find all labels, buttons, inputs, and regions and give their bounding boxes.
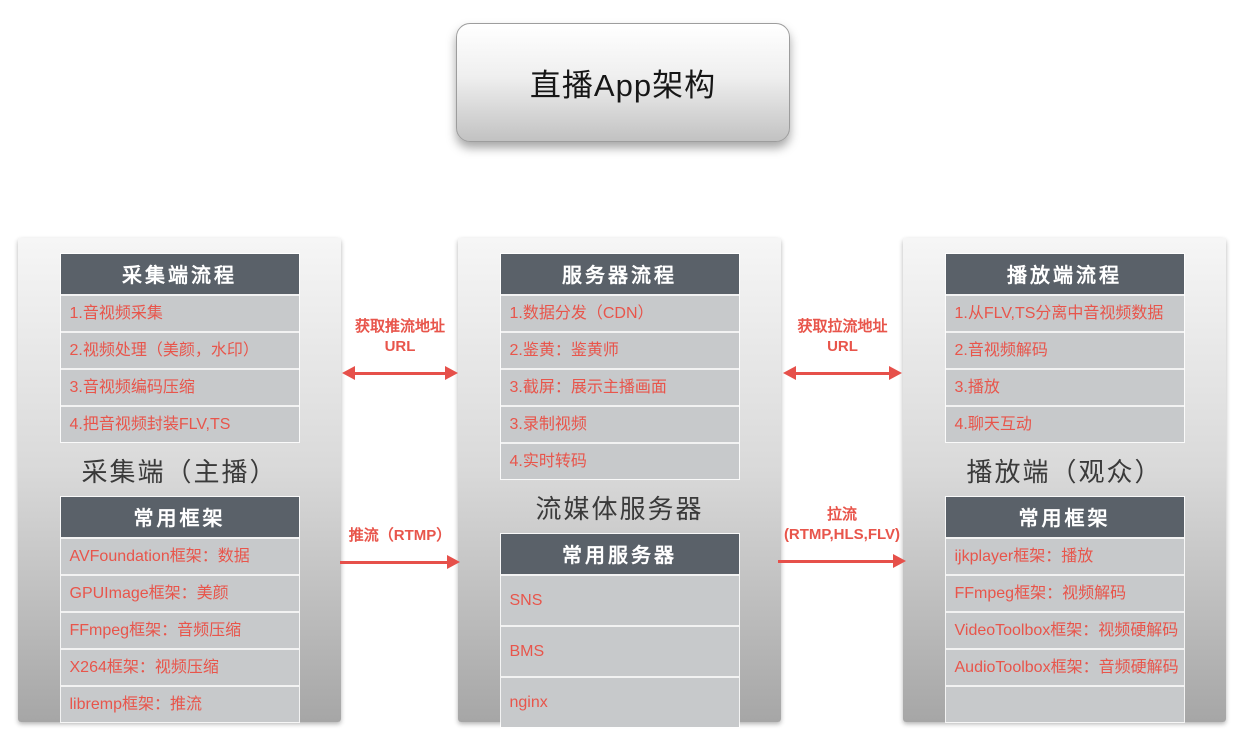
list-item: 3.录制视频 <box>500 405 739 442</box>
arrow-head-right-icon <box>893 554 906 568</box>
list-item <box>945 685 1184 722</box>
list-item: 2.音视频解码 <box>945 331 1184 368</box>
player-flow-table-header: 播放端流程 <box>945 254 1184 294</box>
arrow-head-right-icon <box>445 366 458 380</box>
get-push-url-arrow: 获取推流地址URL <box>342 317 458 380</box>
list-item: 1.数据分发（CDN） <box>500 296 739 331</box>
push-stream-arrow: 推流（RTMP） <box>340 526 460 569</box>
pull-stream-arrow: 拉流 (RTMP,HLS,FLV) <box>778 505 906 568</box>
arrow-head-left-icon <box>342 366 355 380</box>
list-item: GPUImage框架：美颜 <box>60 574 299 611</box>
list-item: libremp框架：推流 <box>60 685 299 722</box>
list-item: 3.截屏：展示主播画面 <box>500 368 739 405</box>
diagram-title: 直播App架构 <box>529 68 717 103</box>
list-item: 1.音视频采集 <box>60 296 299 331</box>
double-arrow-icon <box>342 366 458 380</box>
list-item: 3.播放 <box>945 368 1184 405</box>
list-item: 4.实时转码 <box>500 442 739 479</box>
pull-stream-label: 拉流 (RTMP,HLS,FLV) <box>783 506 901 543</box>
push-stream-label: 推流（RTMP） <box>348 527 452 544</box>
list-item: 2.视频处理（美颜，水印） <box>60 331 299 368</box>
list-item: FFmpeg框架：音频压缩 <box>60 611 299 648</box>
get-push-url-label: 获取推流地址URL <box>354 318 445 355</box>
list-item: FFmpeg框架：视频解码 <box>945 574 1184 611</box>
capture-section-title: 采集端（主播） <box>81 457 278 487</box>
diagram-title-box: 直播App架构 <box>456 23 790 142</box>
server-flow-table-header: 服务器流程 <box>500 254 739 294</box>
list-item: AudioToolbox框架：音频硬解码 <box>945 648 1184 685</box>
get-pull-url-label: 获取拉流地址URL <box>797 318 888 355</box>
list-item: AVFoundation框架：数据 <box>60 539 299 574</box>
arrow-head-right-icon <box>889 366 902 380</box>
double-arrow-icon <box>783 366 902 380</box>
list-item: X264框架：视频压缩 <box>60 648 299 685</box>
arrow-line <box>340 560 447 564</box>
right-arrow-icon <box>778 554 906 568</box>
player-section-title: 播放端（观众） <box>966 457 1163 487</box>
list-item: SNS <box>500 576 739 625</box>
right-arrow-icon <box>340 555 460 569</box>
list-item: 4.把音视频封装FLV,TS <box>60 405 299 442</box>
server-software-table-header: 常用服务器 <box>500 534 739 574</box>
list-item: 1.从FLV,TS分离中音视频数据 <box>945 296 1184 331</box>
get-pull-url-arrow: 获取拉流地址URL <box>783 317 902 380</box>
list-item: 4.聊天互动 <box>945 405 1184 442</box>
list-item: 2.鉴黄：鉴黄师 <box>500 331 739 368</box>
list-item: nginx <box>500 676 739 727</box>
player-frameworks-table-header: 常用框架 <box>945 497 1184 537</box>
arrow-line <box>778 559 893 563</box>
server-section-title: 流媒体服务器 <box>535 494 704 524</box>
list-item: ijkplayer框架：播放 <box>945 539 1184 574</box>
arrow-line <box>796 371 889 375</box>
capture-frameworks-table-header: 常用框架 <box>60 497 299 537</box>
arrow-head-left-icon <box>783 366 796 380</box>
arrow-head-right-icon <box>447 555 460 569</box>
capture-flow-table-header: 采集端流程 <box>60 254 299 294</box>
list-item: BMS <box>500 625 739 676</box>
list-item: VideoToolbox框架：视频硬解码 <box>945 611 1184 648</box>
arrow-line <box>355 371 445 375</box>
list-item: 3.音视频编码压缩 <box>60 368 299 405</box>
